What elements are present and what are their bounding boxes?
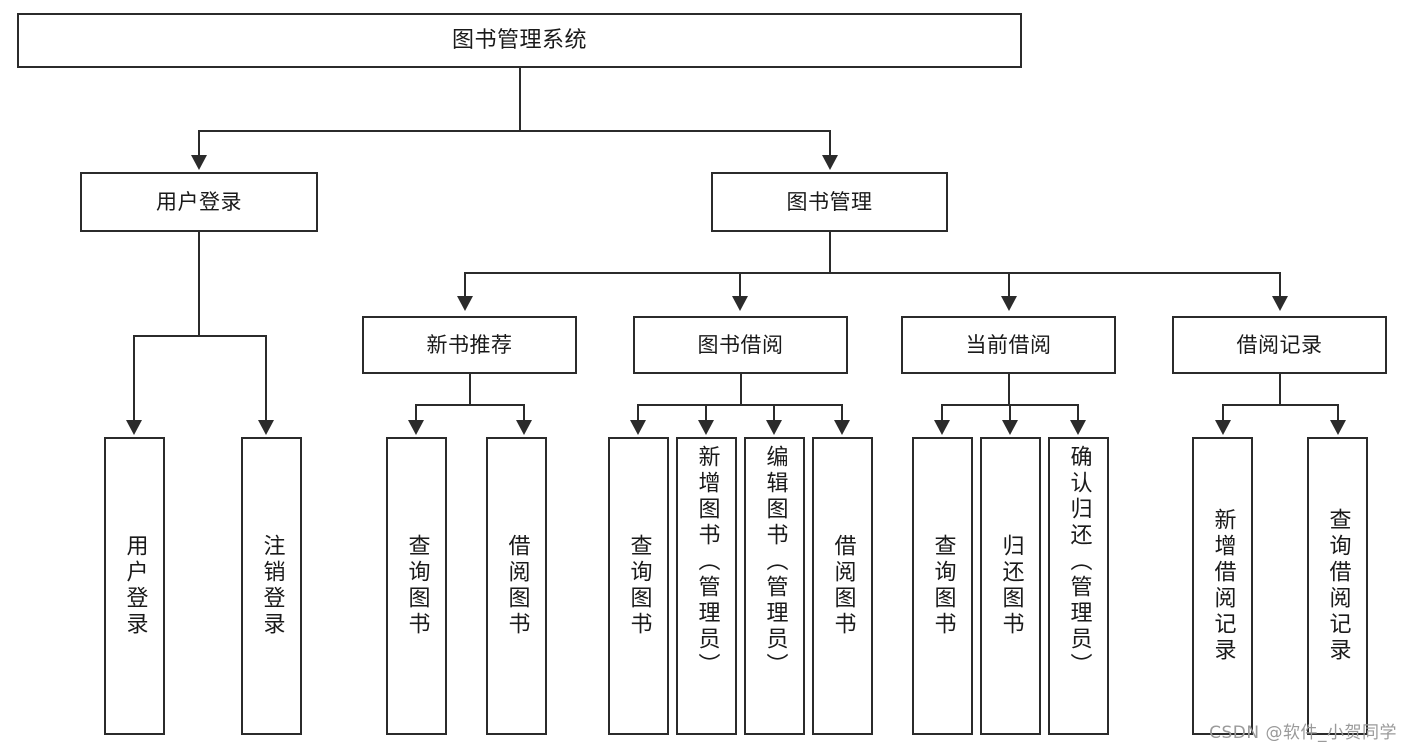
connector-bb-child-2 [705, 404, 707, 422]
connector-bm-child-3 [1008, 272, 1010, 298]
arrow-to-current-borrow [1001, 296, 1017, 311]
arrow-to-borrow-record [1272, 296, 1288, 311]
node-label: 图书管理 [786, 189, 873, 214]
connector-nbr-child-1 [415, 404, 417, 422]
node-label: 查询借阅记录 [1325, 508, 1351, 664]
connector-cb-child-1 [941, 404, 943, 422]
arrow-to-leaf-add-book [698, 420, 714, 435]
node-label: 用户登录 [122, 534, 148, 638]
leaf-query-book-borrow[interactable]: 查询图书 [608, 437, 669, 735]
connector-bb-stem [740, 374, 742, 405]
node-label: 图书借阅 [697, 332, 784, 357]
node-book-borrow[interactable]: 图书借阅 [633, 316, 848, 374]
connector-book-management-bus [464, 272, 1281, 274]
node-label: 借阅记录 [1236, 332, 1323, 357]
node-label: 图书管理系统 [451, 27, 587, 53]
connector-bb-bus [637, 404, 843, 406]
arrow-to-book-management [822, 155, 838, 170]
connector-root-stem [519, 68, 521, 130]
connector-cb-stem [1008, 374, 1010, 405]
connector-bm-child-4 [1279, 272, 1281, 298]
leaf-query-book-recommend[interactable]: 查询图书 [386, 437, 447, 735]
node-label: 借阅图书 [830, 534, 856, 638]
connector-bb-child-4 [841, 404, 843, 422]
arrow-to-leaf-return-book [1002, 420, 1018, 435]
arrow-to-book-borrow [732, 296, 748, 311]
node-label: 查询图书 [930, 534, 956, 638]
leaf-add-book-admin[interactable]: 新增图书（管理员） [676, 437, 737, 735]
node-root-book-management-system[interactable]: 图书管理系统 [17, 13, 1022, 68]
csdn-watermark: CSDN @软件_小贺同学 [1209, 723, 1397, 743]
node-current-borrow[interactable]: 当前借阅 [901, 316, 1116, 374]
connector-user-login-stem [198, 232, 200, 335]
connector-br-child-1 [1222, 404, 1224, 422]
arrow-to-leaf-user-login [126, 420, 142, 435]
leaf-borrow-book-recommend[interactable]: 借阅图书 [486, 437, 547, 735]
arrow-to-leaf-confirm-return [1070, 420, 1086, 435]
connector-br-bus [1222, 404, 1338, 406]
arrow-to-user-login [191, 155, 207, 170]
node-book-management[interactable]: 图书管理 [711, 172, 948, 232]
node-new-book-recommend[interactable]: 新书推荐 [362, 316, 577, 374]
connector-nbr-bus [415, 404, 525, 406]
node-label: 借阅图书 [504, 534, 530, 638]
connector-bb-child-3 [773, 404, 775, 422]
arrow-to-leaf-add-borrow-record [1215, 420, 1231, 435]
arrow-to-leaf-query-book-cb [934, 420, 950, 435]
leaf-query-book-current[interactable]: 查询图书 [912, 437, 973, 735]
node-label: 查询图书 [404, 534, 430, 638]
node-label: 归还图书 [998, 534, 1024, 638]
leaf-query-borrow-record[interactable]: 查询借阅记录 [1307, 437, 1368, 735]
leaf-borrow-book[interactable]: 借阅图书 [812, 437, 873, 735]
node-borrow-record[interactable]: 借阅记录 [1172, 316, 1387, 374]
connector-cb-child-2 [1009, 404, 1011, 422]
arrow-to-leaf-query-book-nbr [408, 420, 424, 435]
arrow-to-leaf-edit-book [766, 420, 782, 435]
node-label: 确认归还（管理员） [1066, 445, 1092, 679]
leaf-confirm-return-admin[interactable]: 确认归还（管理员） [1048, 437, 1109, 735]
arrow-to-leaf-logout [258, 420, 274, 435]
connector-bm-child-1 [464, 272, 466, 298]
connector-br-child-2 [1337, 404, 1339, 422]
connector-book-management-stem [829, 232, 831, 273]
connector-nbr-stem [469, 374, 471, 405]
node-label: 新增借阅记录 [1210, 508, 1236, 664]
node-label: 新书推荐 [426, 332, 513, 357]
connector-user-login-bus [133, 335, 265, 337]
connector-bm-child-2 [739, 272, 741, 298]
connector-root-to-book-management [829, 130, 831, 157]
connector-user-login-child-2 [265, 335, 267, 422]
connector-cb-child-3 [1077, 404, 1079, 422]
leaf-add-borrow-record[interactable]: 新增借阅记录 [1192, 437, 1253, 735]
node-label: 编辑图书（管理员） [762, 445, 788, 679]
leaf-logout[interactable]: 注销登录 [241, 437, 302, 735]
connector-br-stem [1279, 374, 1281, 405]
arrow-to-leaf-query-borrow-record [1330, 420, 1346, 435]
arrow-to-leaf-query-book-bb [630, 420, 646, 435]
node-user-login[interactable]: 用户登录 [80, 172, 318, 232]
connector-user-login-child-1 [133, 335, 135, 422]
arrow-to-leaf-borrow-book-nbr [516, 420, 532, 435]
arrow-to-new-book-recommend [457, 296, 473, 311]
connector-root-to-user-login [198, 130, 200, 157]
node-label: 注销登录 [259, 534, 285, 638]
leaf-user-login[interactable]: 用户登录 [104, 437, 165, 735]
leaf-return-book[interactable]: 归还图书 [980, 437, 1041, 735]
node-label: 当前借阅 [965, 332, 1052, 357]
connector-bb-child-1 [637, 404, 639, 422]
node-label: 用户登录 [156, 189, 242, 214]
leaf-edit-book-admin[interactable]: 编辑图书（管理员） [744, 437, 805, 735]
arrow-to-leaf-borrow-book-bb [834, 420, 850, 435]
connector-nbr-child-2 [523, 404, 525, 422]
node-label: 查询图书 [626, 534, 652, 638]
node-label: 新增图书（管理员） [694, 445, 720, 679]
connector-root-bus [198, 130, 831, 132]
